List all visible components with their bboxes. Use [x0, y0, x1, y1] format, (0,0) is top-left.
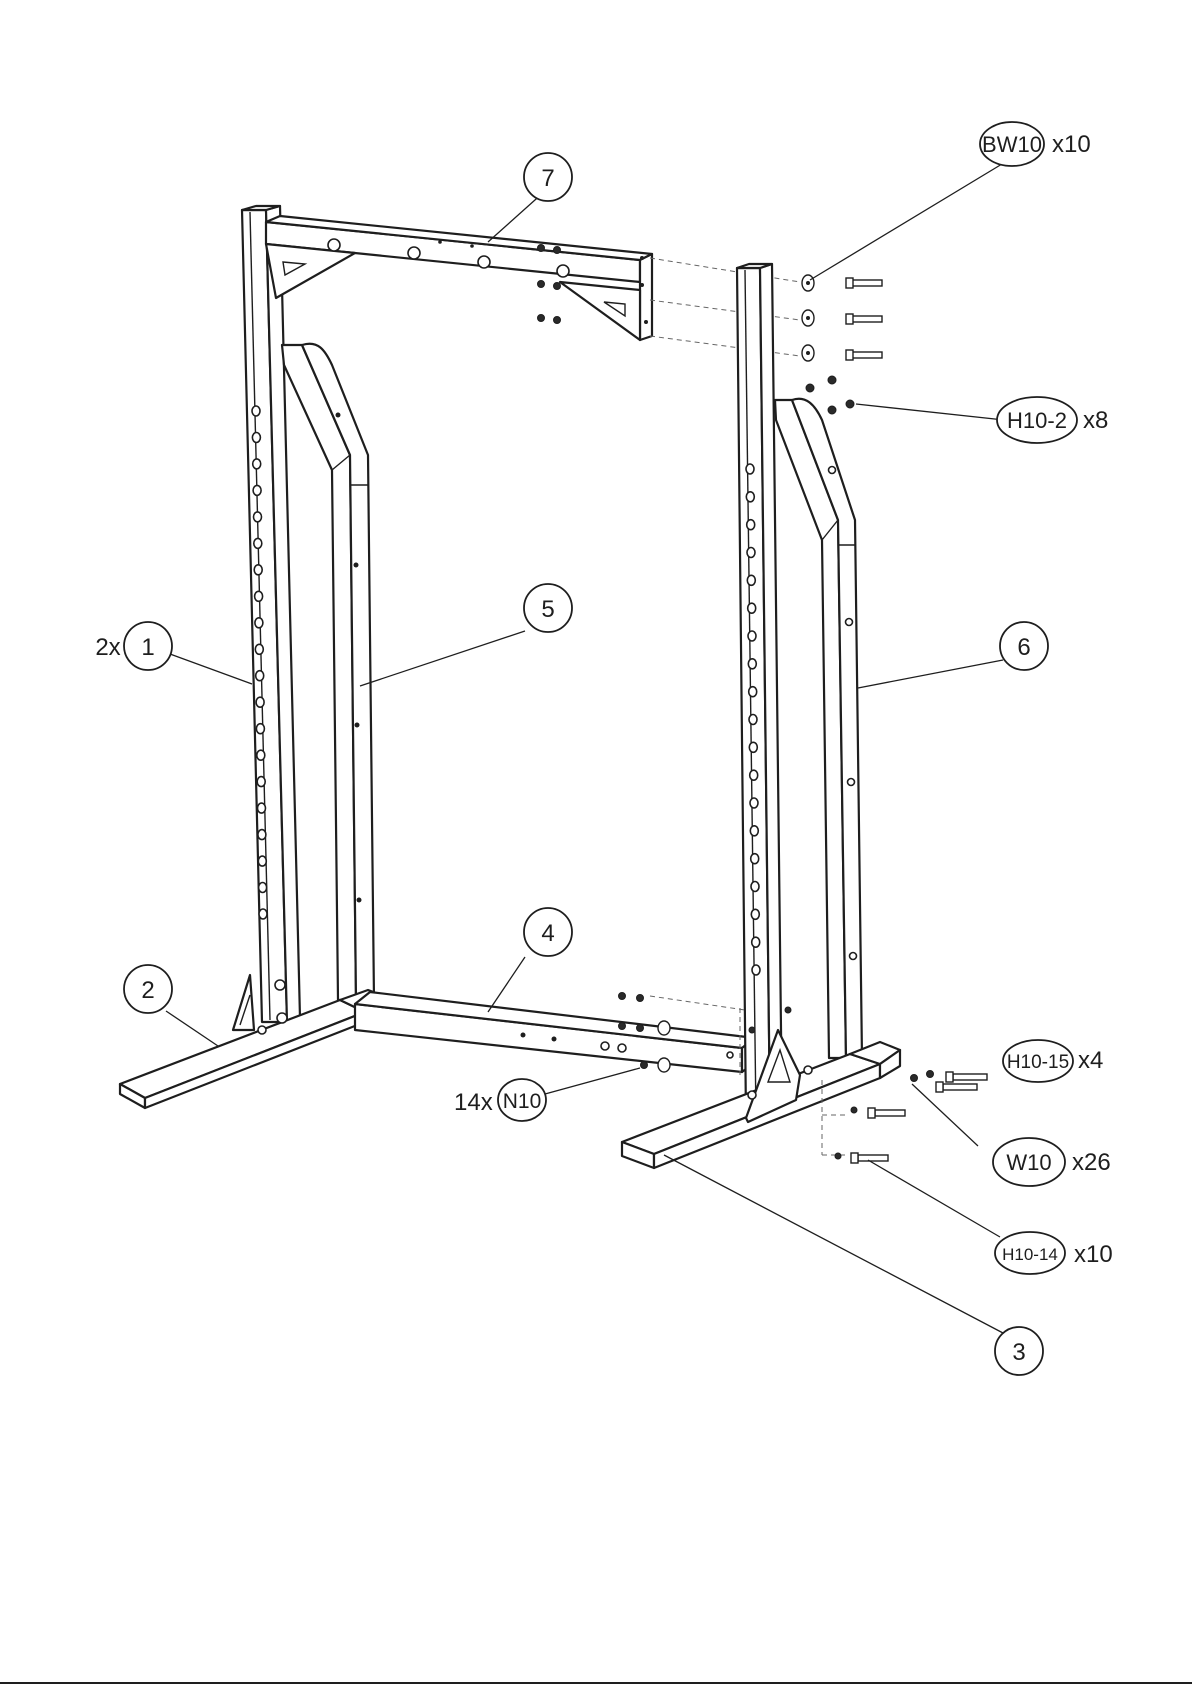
- callout-part-7: 7: [524, 153, 572, 201]
- adjustment-hole: [747, 520, 755, 530]
- adjustment-hole: [751, 882, 759, 892]
- adjustment-hole: [253, 485, 261, 495]
- adjustment-hole: [750, 826, 758, 836]
- svg-text:W10: W10: [1006, 1150, 1051, 1175]
- adjustment-hole: [253, 459, 261, 469]
- adjustment-hole: [256, 697, 264, 707]
- svg-text:1: 1: [141, 634, 154, 661]
- adjustment-hole: [252, 406, 260, 416]
- svg-text:x8: x8: [1083, 407, 1108, 434]
- adjustment-hole: [751, 909, 759, 919]
- adjustment-hole: [259, 883, 267, 893]
- right-upright: [737, 264, 782, 1118]
- adjustment-hole: [746, 492, 754, 502]
- adjustment-hole: [255, 618, 263, 628]
- callout-n10: 14x N10: [454, 1079, 546, 1121]
- callout-h10-2: H10-2 x8: [997, 397, 1108, 443]
- adjustment-hole: [750, 770, 758, 780]
- right-support-arm: [775, 399, 862, 1058]
- callout-w10: W10 x26: [993, 1138, 1111, 1186]
- callout-part-3: 3: [995, 1327, 1043, 1375]
- upper-hardware: [802, 275, 882, 414]
- adjustment-hole: [258, 830, 266, 840]
- callout-part-2: 2: [124, 965, 172, 1013]
- adjustment-hole: [749, 742, 757, 752]
- callout-bw10: BW10 x10: [980, 122, 1091, 166]
- callout-h10-15: H10-15 x4: [1003, 1040, 1103, 1082]
- callout-part-4: 4: [524, 908, 572, 956]
- adjustment-hole: [256, 724, 264, 734]
- svg-text:x10: x10: [1052, 131, 1091, 158]
- svg-text:H10-2: H10-2: [1007, 408, 1067, 433]
- svg-text:5: 5: [541, 596, 554, 623]
- svg-text:4: 4: [541, 920, 554, 947]
- svg-text:2x: 2x: [95, 634, 120, 661]
- adjustment-hole: [748, 603, 756, 613]
- adjustment-hole: [747, 575, 755, 585]
- svg-text:x26: x26: [1072, 1149, 1111, 1176]
- svg-text:2: 2: [141, 977, 154, 1004]
- adjustment-hole: [752, 937, 760, 947]
- adjustment-hole: [749, 687, 757, 697]
- part-callouts: 7 2x 1 5 6 4 2 3: [95, 153, 1048, 1375]
- svg-text:x10: x10: [1074, 1241, 1113, 1268]
- svg-text:N10: N10: [503, 1090, 542, 1113]
- adjustment-hole: [752, 965, 760, 975]
- adjustment-hole: [258, 856, 266, 866]
- adjustment-hole: [748, 631, 756, 641]
- top-cross-beam: [266, 216, 800, 356]
- adjustment-hole: [256, 671, 264, 681]
- adjustment-hole: [749, 715, 757, 725]
- svg-text:H10-15: H10-15: [1007, 1052, 1069, 1073]
- left-upright: [242, 206, 300, 1022]
- callout-part-6: 6: [1000, 622, 1048, 670]
- adjustment-hole: [747, 548, 755, 558]
- adjustment-hole: [257, 777, 265, 787]
- svg-text:6: 6: [1017, 634, 1030, 661]
- adjustment-hole: [258, 803, 266, 813]
- svg-text:7: 7: [541, 165, 554, 192]
- adjustment-hole: [257, 750, 265, 760]
- svg-text:BW10: BW10: [982, 132, 1042, 157]
- adjustment-hole: [255, 591, 263, 601]
- adjustment-hole: [259, 909, 267, 919]
- callout-part-1: 2x 1: [95, 622, 172, 670]
- callout-part-5: 5: [524, 584, 572, 632]
- svg-text:3: 3: [1012, 1339, 1025, 1366]
- adjustment-hole: [746, 464, 754, 474]
- svg-text:14x: 14x: [454, 1089, 493, 1116]
- svg-text:x4: x4: [1078, 1047, 1103, 1074]
- svg-text:H10-14: H10-14: [1002, 1245, 1058, 1264]
- rear-cross-beam: [355, 992, 755, 1072]
- adjustment-hole: [750, 798, 758, 808]
- adjustment-hole: [751, 854, 759, 864]
- adjustment-hole: [254, 565, 262, 575]
- adjustment-hole: [254, 512, 262, 522]
- adjustment-hole: [254, 538, 262, 548]
- adjustment-hole: [252, 433, 260, 443]
- adjustment-hole: [255, 644, 263, 654]
- callout-h10-14: H10-14 x10: [995, 1232, 1113, 1274]
- adjustment-hole: [748, 659, 756, 669]
